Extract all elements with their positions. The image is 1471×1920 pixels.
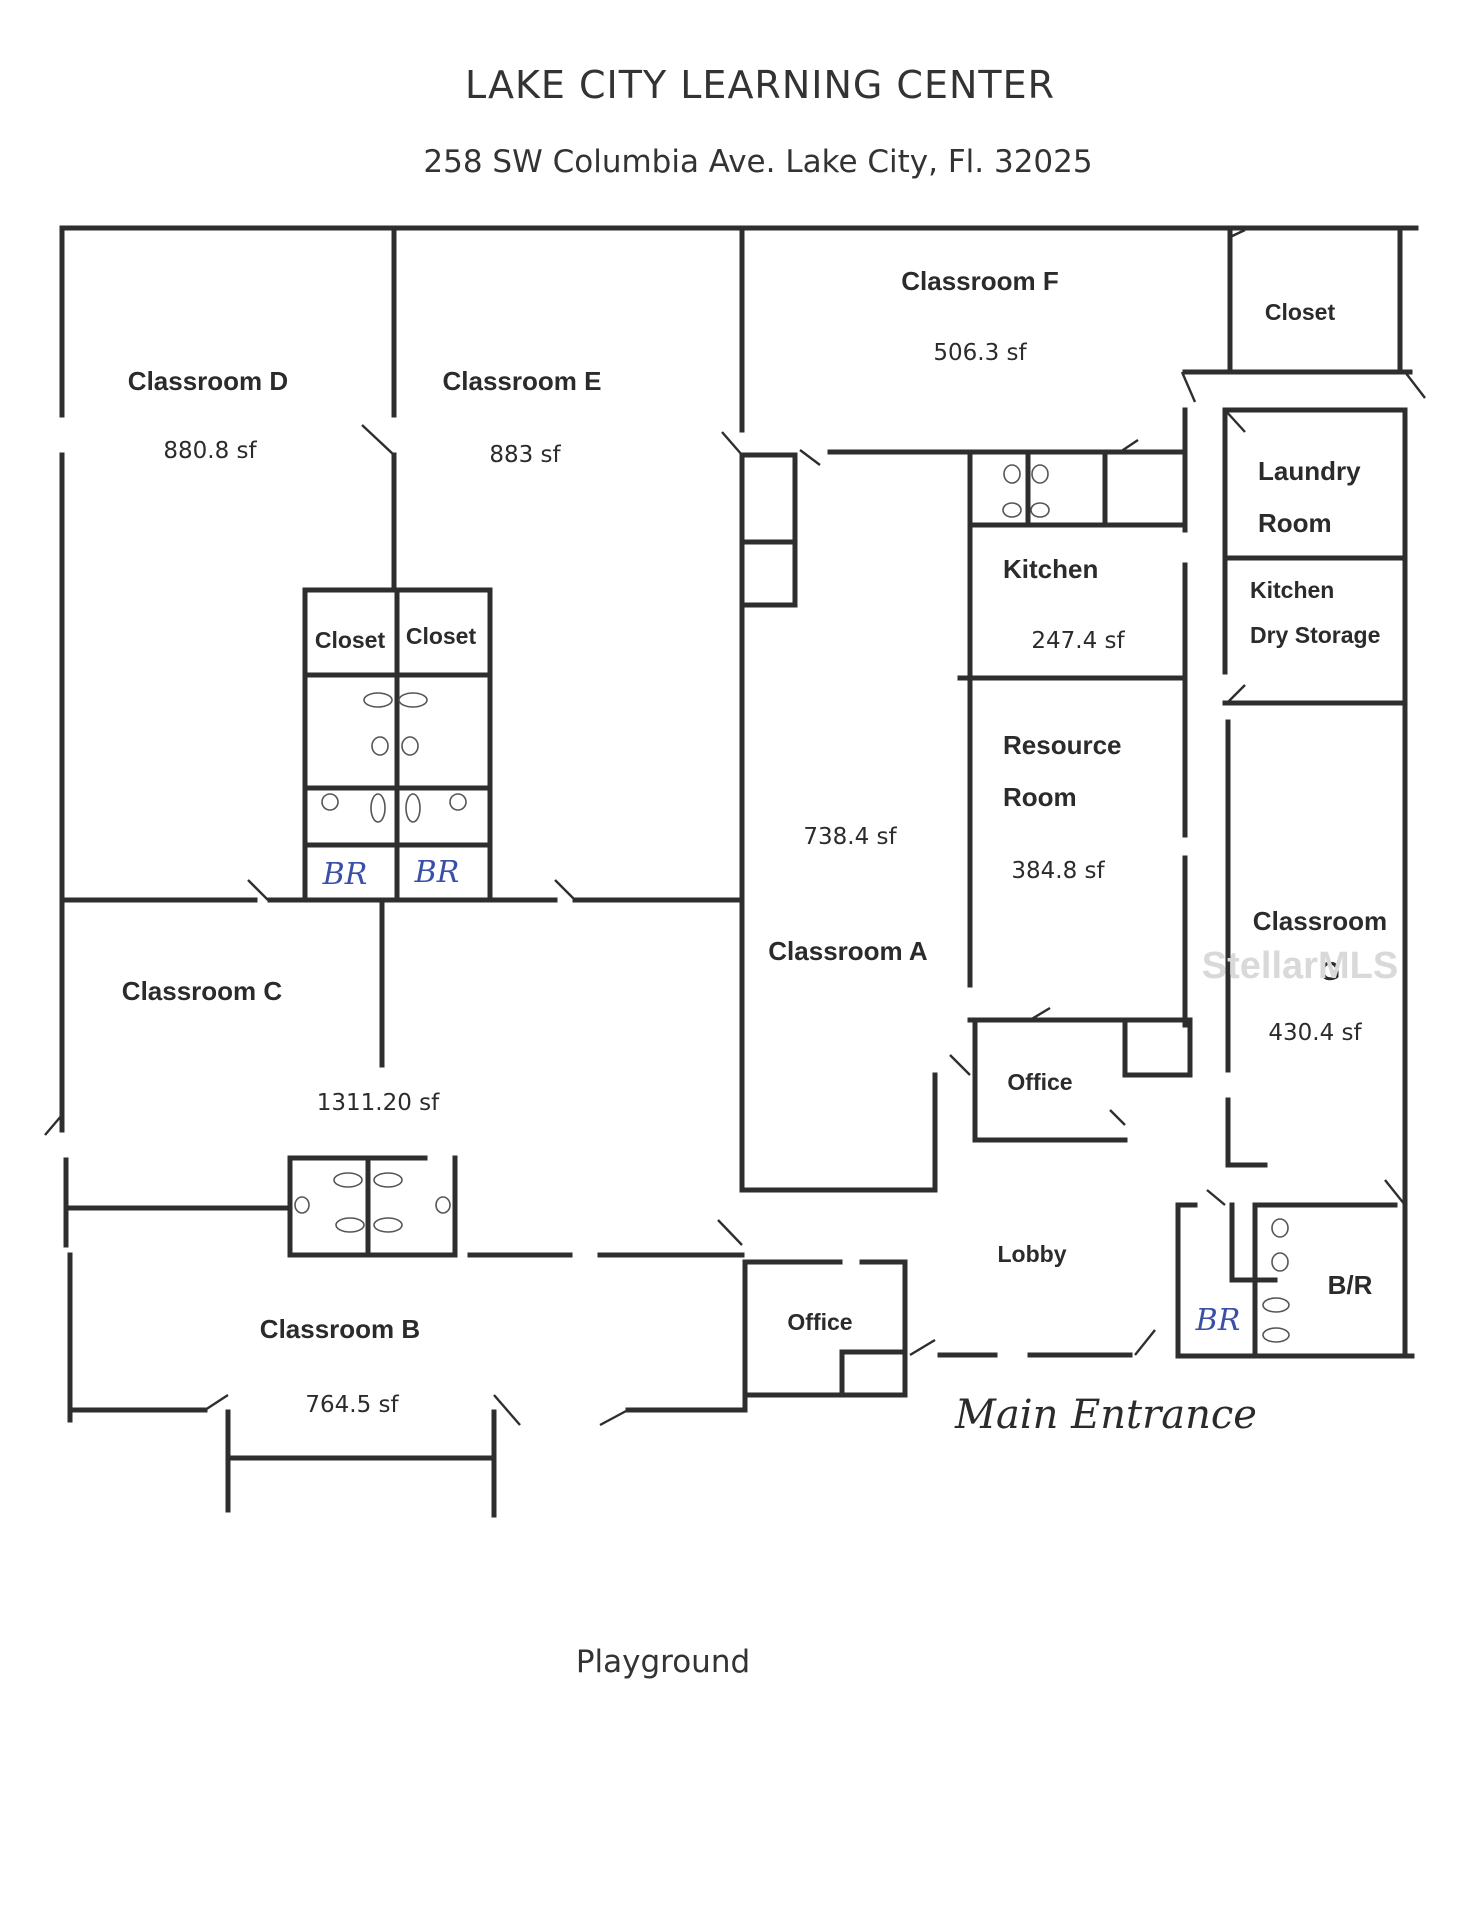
room-area: 883 sf	[489, 442, 561, 468]
room-name-line2: Dry Storage	[1250, 622, 1380, 648]
closet-right-name: Closet	[406, 623, 477, 649]
room-closet-f: Closet	[1265, 299, 1336, 325]
room-area: 384.8 sf	[1011, 858, 1105, 884]
room-name: Closet	[1265, 299, 1336, 325]
room-resource: Resource Room 384.8 sf	[1003, 730, 1122, 884]
room-name: Classroom C	[122, 976, 283, 1006]
room-name: Kitchen	[1003, 554, 1098, 584]
room-lobby: Lobby	[998, 1241, 1067, 1267]
door-swings	[44, 228, 1426, 1427]
room-name: Classroom F	[901, 266, 1059, 296]
room-area: 430.4 sf	[1268, 1020, 1362, 1046]
room-classroom-d: Classroom D 880.8 sf	[128, 366, 288, 464]
main-entrance-label: Main Entrance	[954, 1392, 1257, 1438]
room-name: Classroom D	[128, 366, 288, 396]
room-area: 247.4 sf	[1031, 628, 1125, 654]
br-left-name: BR	[322, 857, 368, 892]
room-area: 506.3 sf	[933, 340, 1027, 366]
br-slash-name: B/R	[1328, 1270, 1373, 1300]
br-lobby-name: BR	[1195, 1303, 1241, 1338]
room-area: 880.8 sf	[163, 438, 257, 464]
room-lobby-restrooms: BR B/R	[1195, 1270, 1373, 1338]
watermark: StellarMLS	[1202, 945, 1398, 987]
room-name-line1: Classroom	[1253, 906, 1387, 936]
interior-walls	[59, 225, 1413, 1403]
room-classroom-b: Classroom B 764.5 sf	[260, 1314, 420, 1418]
room-area: 1311.20 sf	[317, 1090, 440, 1116]
room-office-lobby: Office	[787, 1309, 852, 1335]
exterior-walls	[59, 225, 1419, 1518]
room-name: Classroom B	[260, 1314, 420, 1344]
room-name-line2: Room	[1003, 782, 1077, 812]
room-name-line2: Room	[1258, 508, 1332, 538]
room-laundry: Laundry Room	[1258, 456, 1361, 538]
room-name-line1: Kitchen	[1250, 577, 1334, 603]
room-name: Classroom A	[768, 936, 928, 966]
room-name-line2: G	[1320, 956, 1340, 986]
room-name: Classroom E	[443, 366, 602, 396]
room-classroom-e: Classroom E 883 sf	[443, 366, 602, 468]
room-name: Office	[1007, 1069, 1072, 1095]
room-classroom-f: Classroom F 506.3 sf	[901, 266, 1059, 366]
br-right-name: BR	[414, 855, 460, 890]
room-name-line1: Laundry	[1258, 456, 1361, 486]
plan-title: LAKE CITY LEARNING CENTER	[465, 63, 1055, 107]
room-area: 738.4 sf	[803, 824, 897, 850]
room-classroom-g: Classroom G 430.4 sf	[1253, 906, 1387, 1046]
room-kitchen: Kitchen 247.4 sf	[1003, 554, 1126, 654]
room-office-a: Office	[1007, 1069, 1072, 1095]
room-name-line1: Resource	[1003, 730, 1122, 760]
room-kitchen-dry-storage: Kitchen Dry Storage	[1250, 577, 1380, 648]
room-area: 764.5 sf	[305, 1392, 399, 1418]
plan-address: 258 SW Columbia Ave. Lake City, Fl. 3202…	[423, 144, 1092, 180]
room-classroom-a: 738.4 sf Classroom A	[768, 824, 928, 966]
room-closets-center: Closet Closet BR BR	[315, 623, 477, 892]
room-name: Lobby	[998, 1241, 1067, 1267]
room-classroom-c: Classroom C 1311.20 sf	[122, 976, 440, 1116]
playground-label: Playground	[576, 1644, 750, 1680]
room-name: Office	[787, 1309, 852, 1335]
plumbing-fixtures	[294, 464, 1290, 1343]
closet-left-name: Closet	[315, 627, 386, 653]
